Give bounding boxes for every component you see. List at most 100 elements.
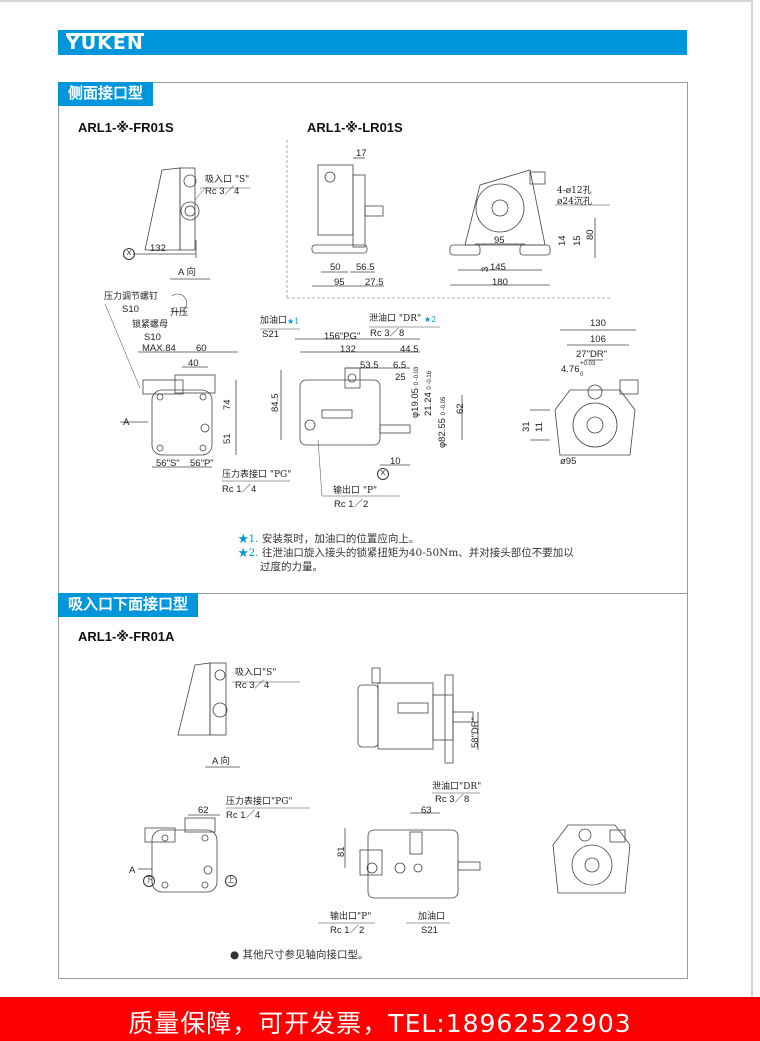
dim-4-76-tol: +0.03 0 bbox=[580, 361, 596, 378]
view-a-arrow-label-2: A bbox=[129, 865, 136, 876]
label-drain-thread: Rc 3／8 bbox=[370, 328, 405, 339]
dim-56-5: 56.5 bbox=[356, 262, 375, 273]
dim-6-5: 6.5 bbox=[393, 360, 407, 371]
drawing-fr01s-view-a bbox=[133, 167, 250, 280]
dim-27-5: 27.5 bbox=[365, 277, 384, 288]
fill-port-text: 加油口 bbox=[260, 316, 288, 326]
dim-10: 10 bbox=[390, 456, 401, 467]
dim-pilot-dia: φ82.55 0 -0.05 bbox=[437, 397, 450, 448]
dim-14: 14 bbox=[557, 235, 568, 246]
datum-x-marker: X bbox=[123, 248, 135, 260]
label-drain-thread-2: Rc 3／8 bbox=[435, 794, 470, 805]
label-mount-holes: 4-ø12孔 bbox=[557, 186, 592, 196]
note-1: ★1. 安装泵时，加油口的位置应向上。 bbox=[238, 531, 419, 546]
shaft-dia-value: φ19.05 bbox=[410, 388, 421, 418]
dim-shaft-dia: φ19.05 0 -0.03 bbox=[410, 367, 423, 418]
label-suction-port-2: 吸入口"S" bbox=[235, 668, 277, 678]
label-lock-nut: 锁紧螺母 bbox=[132, 320, 169, 330]
label-suction-port: 吸入口 "S" bbox=[205, 175, 250, 185]
bottom-note: ● 其他尺寸参见轴向接口型。 bbox=[230, 949, 369, 961]
note-1-mark: ★1. bbox=[238, 533, 259, 545]
label-adj-screw: 压力调节螺钉 bbox=[104, 292, 159, 302]
drawing-fr01a-front bbox=[138, 807, 310, 893]
dim-17: 17 bbox=[356, 148, 367, 159]
drawing-lr01s-front bbox=[449, 169, 610, 286]
label-suction-thread-2: Rc 3／4 bbox=[235, 680, 270, 691]
label-pg-port: 压力表接口 "PG" bbox=[222, 470, 292, 480]
brand-header: YUKEN bbox=[58, 30, 687, 55]
dim-62: 62 bbox=[455, 403, 466, 414]
note-2-text: 往泄油口旋入接头的锁紧扭矩为40-50Nm、并对接头部位不要加以 bbox=[261, 547, 574, 559]
label-fill-port-2: 加油口 bbox=[418, 912, 446, 922]
label-out-thread-2: Rc 1／2 bbox=[330, 925, 365, 936]
model-lr01s: ARL1-※-LR01S bbox=[307, 120, 403, 135]
drawing-fr01a-end bbox=[552, 824, 631, 894]
pilot-tol: 0 -0.05 bbox=[441, 396, 447, 416]
dim-63: 63 bbox=[421, 805, 432, 816]
dim-145: 145 bbox=[490, 262, 506, 273]
dim-40: 40 bbox=[188, 358, 199, 369]
label-pg-thread-2: Rc 1／4 bbox=[226, 810, 261, 821]
drawing-fr01a-top bbox=[357, 667, 479, 764]
yuken-logo: YUKEN bbox=[66, 32, 144, 54]
dim-95-dia: ø95 bbox=[560, 456, 577, 467]
dim-51: 51 bbox=[222, 433, 233, 444]
dim-56-p: 56"P" bbox=[190, 458, 214, 469]
dim-27-dr: 27"DR" bbox=[576, 349, 608, 360]
key-tol: 0 -0.16 bbox=[427, 370, 433, 390]
dim-130: 130 bbox=[590, 318, 606, 329]
dim-3: 3 bbox=[480, 266, 491, 272]
label-fill-size: S21 bbox=[262, 329, 279, 340]
dim-180: 180 bbox=[492, 277, 508, 288]
dim-132-side: 132 bbox=[340, 344, 356, 355]
shaft-dia-tol: 0 -0.03 bbox=[414, 366, 420, 386]
note-2-continued: 过度的力量。 bbox=[260, 561, 323, 573]
dim-53-5: 53.5 bbox=[360, 360, 379, 371]
dim-11: 11 bbox=[534, 422, 545, 432]
dim-95: 95 bbox=[334, 277, 345, 288]
pilot-value: φ82.55 bbox=[437, 418, 448, 448]
dim-key: 21.24 0 -0.16 bbox=[423, 371, 436, 416]
dim-62-2: 62 bbox=[198, 805, 209, 816]
section-divider bbox=[58, 593, 688, 594]
key-value: 21.24 bbox=[423, 392, 434, 416]
view-a-label-2: A 向 bbox=[212, 756, 230, 767]
drawing-front-view bbox=[104, 293, 290, 482]
view-a-label: A 向 bbox=[178, 267, 196, 278]
dim-58-dr: 58"DR" bbox=[470, 716, 481, 748]
label-fill-port: 加油口★1 bbox=[260, 316, 299, 327]
dim-56-s: 56"S" bbox=[156, 458, 180, 469]
dim-81: 81 bbox=[336, 846, 347, 857]
drawing-end-view bbox=[530, 329, 639, 456]
label-drain-port-2: 泄油口"DR" bbox=[432, 782, 482, 792]
model-fr01s: ARL1-※-FR01S bbox=[78, 120, 174, 135]
dim-31: 31 bbox=[521, 421, 532, 432]
dim-4-76: 4.76 bbox=[561, 364, 580, 375]
drawing-fr01a-view-a bbox=[177, 662, 300, 768]
label-adj-size: S10 bbox=[122, 304, 139, 315]
down-marker: 下 bbox=[143, 875, 155, 887]
dim-95-front: 95 bbox=[494, 235, 505, 246]
datum-x-marker-side: X bbox=[377, 468, 389, 480]
dim-84-5: 84.5 bbox=[270, 393, 281, 413]
label-pg-thread: Rc 1／4 bbox=[222, 484, 257, 495]
note-2: ★2. 往泄油口旋入接头的锁紧扭矩为40-50Nm、并对接头部位不要加以 bbox=[238, 545, 574, 560]
star-1-mark: ★1 bbox=[287, 317, 300, 326]
dim-15: 15 bbox=[572, 235, 583, 246]
label-pg-port-2: 压力表接口"PG" bbox=[226, 797, 293, 807]
view-a-arrow-label: A bbox=[123, 417, 130, 428]
label-lock-size: S10 bbox=[144, 332, 161, 343]
dim-max84: MAX.84 bbox=[142, 343, 176, 354]
label-suction-thread: Rc 3／4 bbox=[205, 186, 240, 197]
note-2-mark: ★2. bbox=[238, 547, 259, 559]
footer-text: 质量保障，可开发票，TEL:18962522903 bbox=[128, 1009, 632, 1038]
label-drain-port: 泄油口 "DR" ★2 bbox=[369, 314, 436, 325]
dim-106: 106 bbox=[590, 334, 606, 345]
up-marker: 上 bbox=[225, 875, 237, 887]
label-counterbore: ø24沉孔 bbox=[557, 197, 592, 207]
drawing-lr01s-side bbox=[286, 140, 612, 299]
dim-60: 60 bbox=[196, 343, 207, 354]
label-fill-size-2: S21 bbox=[421, 925, 438, 936]
